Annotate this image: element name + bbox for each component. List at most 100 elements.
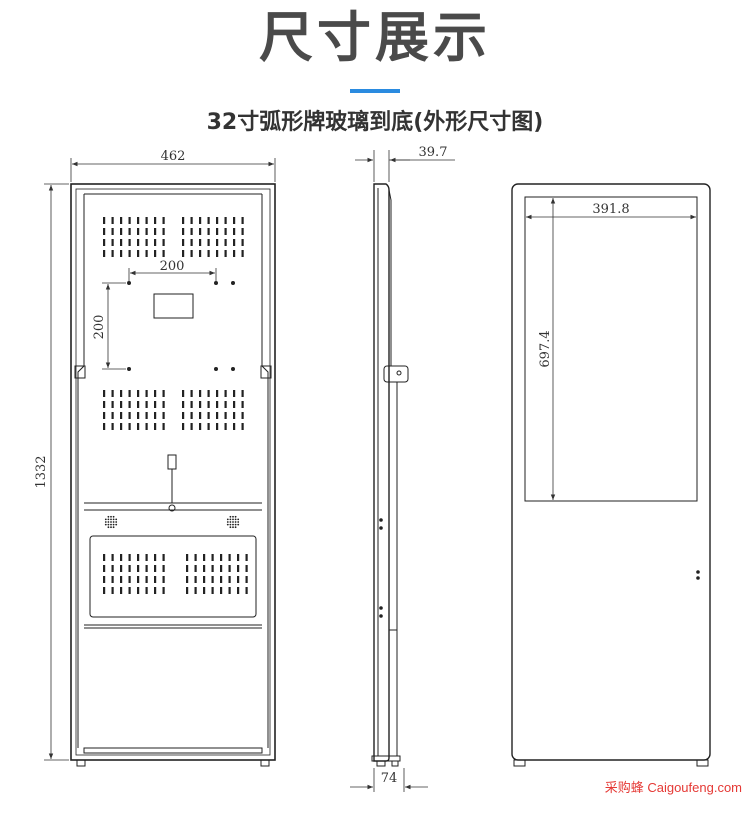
vent-slot: [162, 239, 165, 246]
mounting-hole: [231, 367, 235, 371]
vent-slot: [128, 239, 131, 246]
vent-slot: [186, 554, 189, 561]
speaker-hole: [110, 526, 112, 529]
front-base-plate: [83, 747, 263, 754]
vent-slot: [103, 412, 106, 419]
vent-slot: [137, 250, 140, 257]
vent-slot: [128, 554, 131, 561]
speaker-hole: [237, 521, 240, 523]
vent-slot: [154, 554, 157, 561]
vent-slot: [137, 576, 140, 583]
vent-slot: [137, 217, 140, 224]
speaker-hole: [112, 526, 115, 529]
vent-slot: [103, 565, 106, 572]
speaker-hole: [112, 515, 115, 518]
speaker-hole: [229, 526, 232, 529]
vent-slot: [120, 239, 123, 246]
vent-slot: [203, 565, 206, 572]
vent-slot: [199, 390, 202, 397]
vent-slot: [154, 587, 157, 594]
vent-slot: [103, 423, 106, 430]
vent-slot: [199, 401, 202, 408]
cable-clip: [167, 454, 177, 512]
vent-slot: [154, 239, 157, 246]
vent-slot: [154, 390, 157, 397]
vent-slot: [241, 390, 244, 397]
vent-slot: [199, 423, 202, 430]
speaker-hole: [115, 521, 118, 523]
mounting-hole: [214, 281, 218, 285]
vent-slot: [182, 239, 185, 246]
vent-slot: [120, 554, 123, 561]
vent-slot: [241, 401, 244, 408]
vent-slot: [216, 390, 219, 397]
vent-slot: [199, 412, 202, 419]
vent-slot: [103, 554, 106, 561]
vent-slot: [194, 565, 197, 572]
vent-slot: [182, 228, 185, 235]
vent-slot: [128, 412, 131, 419]
vent-slot: [128, 587, 131, 594]
vent-slot: [216, 412, 219, 419]
vent-slot: [162, 401, 165, 408]
vent-slot: [182, 217, 185, 224]
vent-slot: [145, 412, 148, 419]
drawing-subtitle: 32寸弧形牌玻璃到底(外形尺寸图): [206, 110, 544, 135]
vent-slot: [145, 390, 148, 397]
vent-slot: [103, 239, 106, 246]
vent-slot: [245, 587, 248, 594]
vent-slot: [128, 217, 131, 224]
vent-slot: [207, 217, 210, 224]
vent-slot: [145, 576, 148, 583]
vent-slot: [233, 239, 236, 246]
vent-slot: [211, 565, 214, 572]
vent-slot: [120, 217, 123, 224]
vent-slot: [245, 576, 248, 583]
vent-slot: [194, 554, 197, 561]
vent-slot: [162, 587, 165, 594]
vent-slot: [211, 554, 214, 561]
speaker-hole: [232, 526, 234, 529]
vent-slot: [182, 423, 185, 430]
vent-slot: [186, 565, 189, 572]
speaker-hole: [110, 521, 112, 523]
vent-slot: [111, 554, 114, 561]
speaker-hole: [226, 521, 229, 523]
front-foot-left: [76, 759, 86, 767]
vent-slot: [120, 401, 123, 408]
speaker-hole: [115, 518, 118, 521]
vent-slot: [224, 423, 227, 430]
vent-slot: [111, 228, 114, 235]
vent-slot: [216, 423, 219, 430]
vent-slot: [111, 401, 114, 408]
vent-slot: [162, 228, 165, 235]
speaker-hole: [229, 523, 232, 526]
vent-slot: [128, 390, 131, 397]
vent-slot: [194, 576, 197, 583]
vent-slot: [103, 228, 106, 235]
speaker-hole: [112, 518, 115, 521]
front-outer-frame: [70, 183, 276, 761]
vent-slot: [207, 401, 210, 408]
mounting-hole: [127, 281, 131, 285]
speaker-hole: [226, 518, 229, 521]
vent-slot: [194, 587, 197, 594]
vent-slot: [233, 423, 236, 430]
vent-slot: [241, 250, 244, 257]
screen-width-label: 391.8: [592, 202, 629, 217]
speaker-hole: [107, 515, 110, 518]
vent-slot: [237, 576, 240, 583]
mounting-holes: [127, 281, 235, 371]
side-depth-top-label: 39.7: [419, 145, 448, 160]
vent-slot: [182, 390, 185, 397]
vent-slot: [120, 250, 123, 257]
vent-slot: [241, 412, 244, 419]
vent-slot: [120, 565, 123, 572]
speaker-hole: [232, 515, 234, 518]
speaker-hole: [107, 523, 110, 526]
vent-slot: [120, 423, 123, 430]
side-profile: [373, 183, 390, 762]
speaker-hole: [226, 523, 229, 526]
vent-slot: [220, 554, 223, 561]
vent-slot: [186, 576, 189, 583]
